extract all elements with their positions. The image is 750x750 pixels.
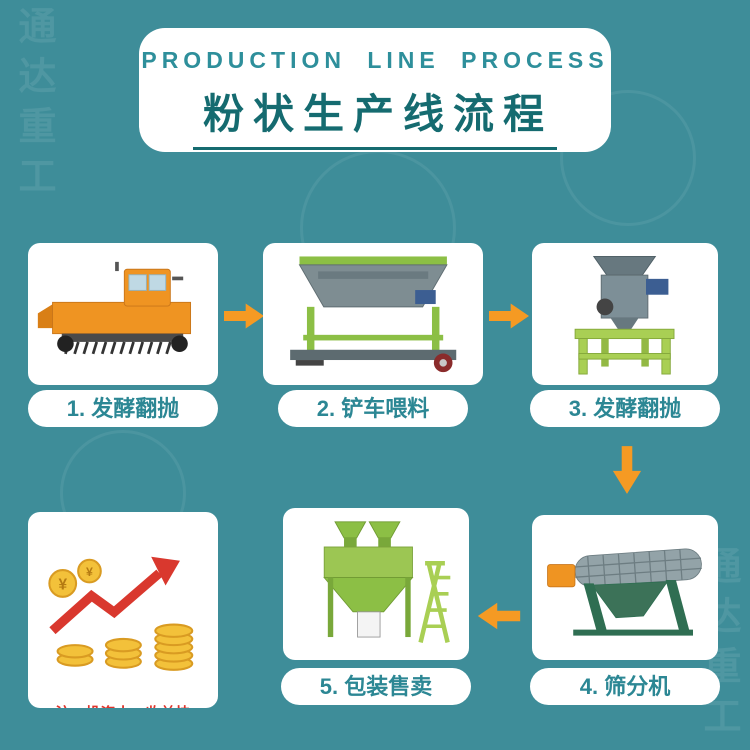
crusher-image: [575, 255, 675, 375]
step-1-card: [28, 243, 218, 385]
title-english: PRODUCTION LINE PROCESS: [141, 47, 609, 73]
arrow-left-icon: [477, 601, 521, 631]
step-1-label: 1. 发酵翻抛: [28, 390, 218, 427]
svg-text:¥: ¥: [58, 577, 67, 594]
step-2-card: [263, 243, 483, 385]
step-2-label: 2. 铲车喂料: [278, 390, 468, 427]
compost-turner-image: [37, 261, 191, 354]
title-chinese: 粉状生产线流程: [193, 80, 557, 150]
svg-text:¥: ¥: [86, 565, 93, 579]
drum-screen-image: [547, 548, 703, 636]
arrow-down-icon: [612, 443, 642, 497]
step-4-label: 4. 筛分机: [530, 668, 720, 705]
packing-machine-image: [323, 521, 451, 644]
step-5-label: 5. 包装售卖: [281, 668, 471, 705]
title-card: PRODUCTION LINE PROCESS 粉状生产线流程: [139, 28, 611, 152]
step-4-card: [532, 515, 718, 660]
step-3-card: [532, 243, 718, 385]
coins-growth-icon: ¥ ¥: [47, 556, 193, 671]
loader-feeder-image: [289, 256, 457, 372]
arrow-right-icon-1: [224, 301, 264, 331]
step-5-card: [283, 508, 469, 660]
step-3-label: 3. 发酵翻抛: [530, 390, 720, 427]
note-line-1: 注：投资小、收益快: [28, 702, 218, 708]
note-card: ¥ ¥ 注：投资小、收益快 建议小型或者新用户使用: [28, 512, 218, 708]
watermark-text-left: 通达重工: [12, 6, 54, 206]
arrow-right-icon-2: [489, 301, 529, 331]
